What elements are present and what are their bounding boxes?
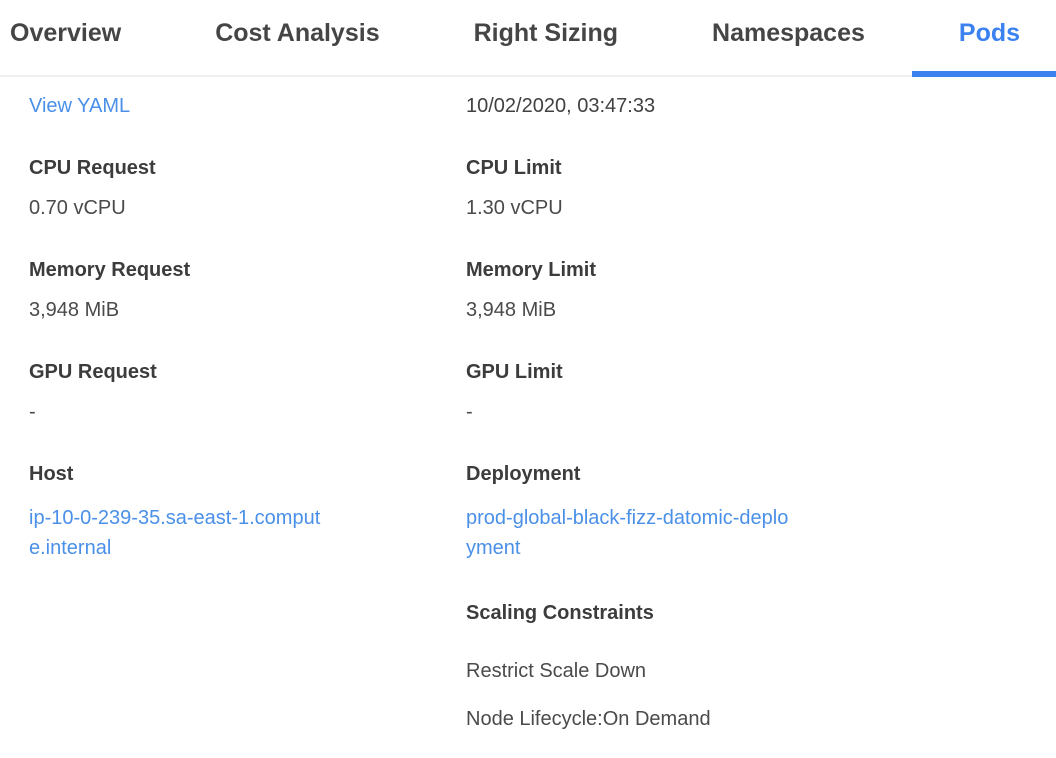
gpu-request-label: GPU Request — [29, 361, 157, 383]
host-link[interactable]: ip-10-0-239-35.sa-east-1.compute.interna… — [29, 507, 321, 559]
field-gpu-request: GPU Request - — [29, 361, 466, 424]
restrict-scale-down-text: Restrict Scale Down — [466, 660, 647, 682]
memory-limit-label: Memory Limit — [466, 259, 597, 281]
scaling-constraints-section: Scaling Constraints Restrict Scale Down … — [466, 602, 1056, 731]
tab-cost-analysis[interactable]: Cost Analysis — [215, 19, 380, 47]
pod-details-panel: View YAML CPU Request 0.70 vCPU Memory R… — [0, 77, 1056, 756]
tab-overview[interactable]: Overview — [10, 19, 122, 47]
tab-bar: Overview Cost Analysis Right Sizing Name… — [0, 0, 1056, 77]
tab-pods[interactable]: Pods — [911, 0, 1056, 77]
gpu-limit-value: - — [466, 401, 473, 423]
deployment-label: Deployment — [466, 463, 581, 485]
cpu-request-label: CPU Request — [29, 157, 156, 179]
memory-request-value: 3,948 MiB — [29, 299, 120, 321]
tab-right-sizing[interactable]: Right Sizing — [473, 19, 619, 47]
field-deployment: Deployment prod-global-black-fizz-datomi… — [466, 463, 1056, 563]
details-column-right: 10/02/2020, 03:47:33 CPU Limit 1.30 vCPU… — [466, 95, 1056, 756]
view-yaml-link[interactable]: View YAML — [29, 95, 131, 117]
memory-limit-value: 3,948 MiB — [466, 299, 557, 321]
field-cpu-limit: CPU Limit 1.30 vCPU — [466, 157, 1056, 220]
timestamp: 10/02/2020, 03:47:33 — [466, 95, 656, 117]
field-memory-limit: Memory Limit 3,948 MiB — [466, 259, 1056, 322]
cpu-request-value: 0.70 vCPU — [29, 197, 126, 219]
node-lifecycle-text: Node Lifecycle:On Demand — [466, 708, 711, 730]
field-cpu-request: CPU Request 0.70 vCPU — [29, 157, 466, 220]
scaling-constraints-heading: Scaling Constraints — [466, 602, 654, 624]
gpu-request-value: - — [29, 401, 36, 423]
field-gpu-limit: GPU Limit - — [466, 361, 1056, 424]
cpu-limit-value: 1.30 vCPU — [466, 197, 563, 219]
tab-namespaces[interactable]: Namespaces — [712, 19, 865, 47]
field-host: Host ip-10-0-239-35.sa-east-1.compute.in… — [29, 463, 466, 563]
field-memory-request: Memory Request 3,948 MiB — [29, 259, 466, 322]
deployment-link[interactable]: prod-global-black-fizz-datomic-deploymen… — [466, 507, 789, 559]
gpu-limit-label: GPU Limit — [466, 361, 563, 383]
memory-request-label: Memory Request — [29, 259, 191, 281]
details-column-left: View YAML CPU Request 0.70 vCPU Memory R… — [29, 95, 466, 756]
cpu-limit-label: CPU Limit — [466, 157, 562, 179]
host-label: Host — [29, 463, 74, 485]
